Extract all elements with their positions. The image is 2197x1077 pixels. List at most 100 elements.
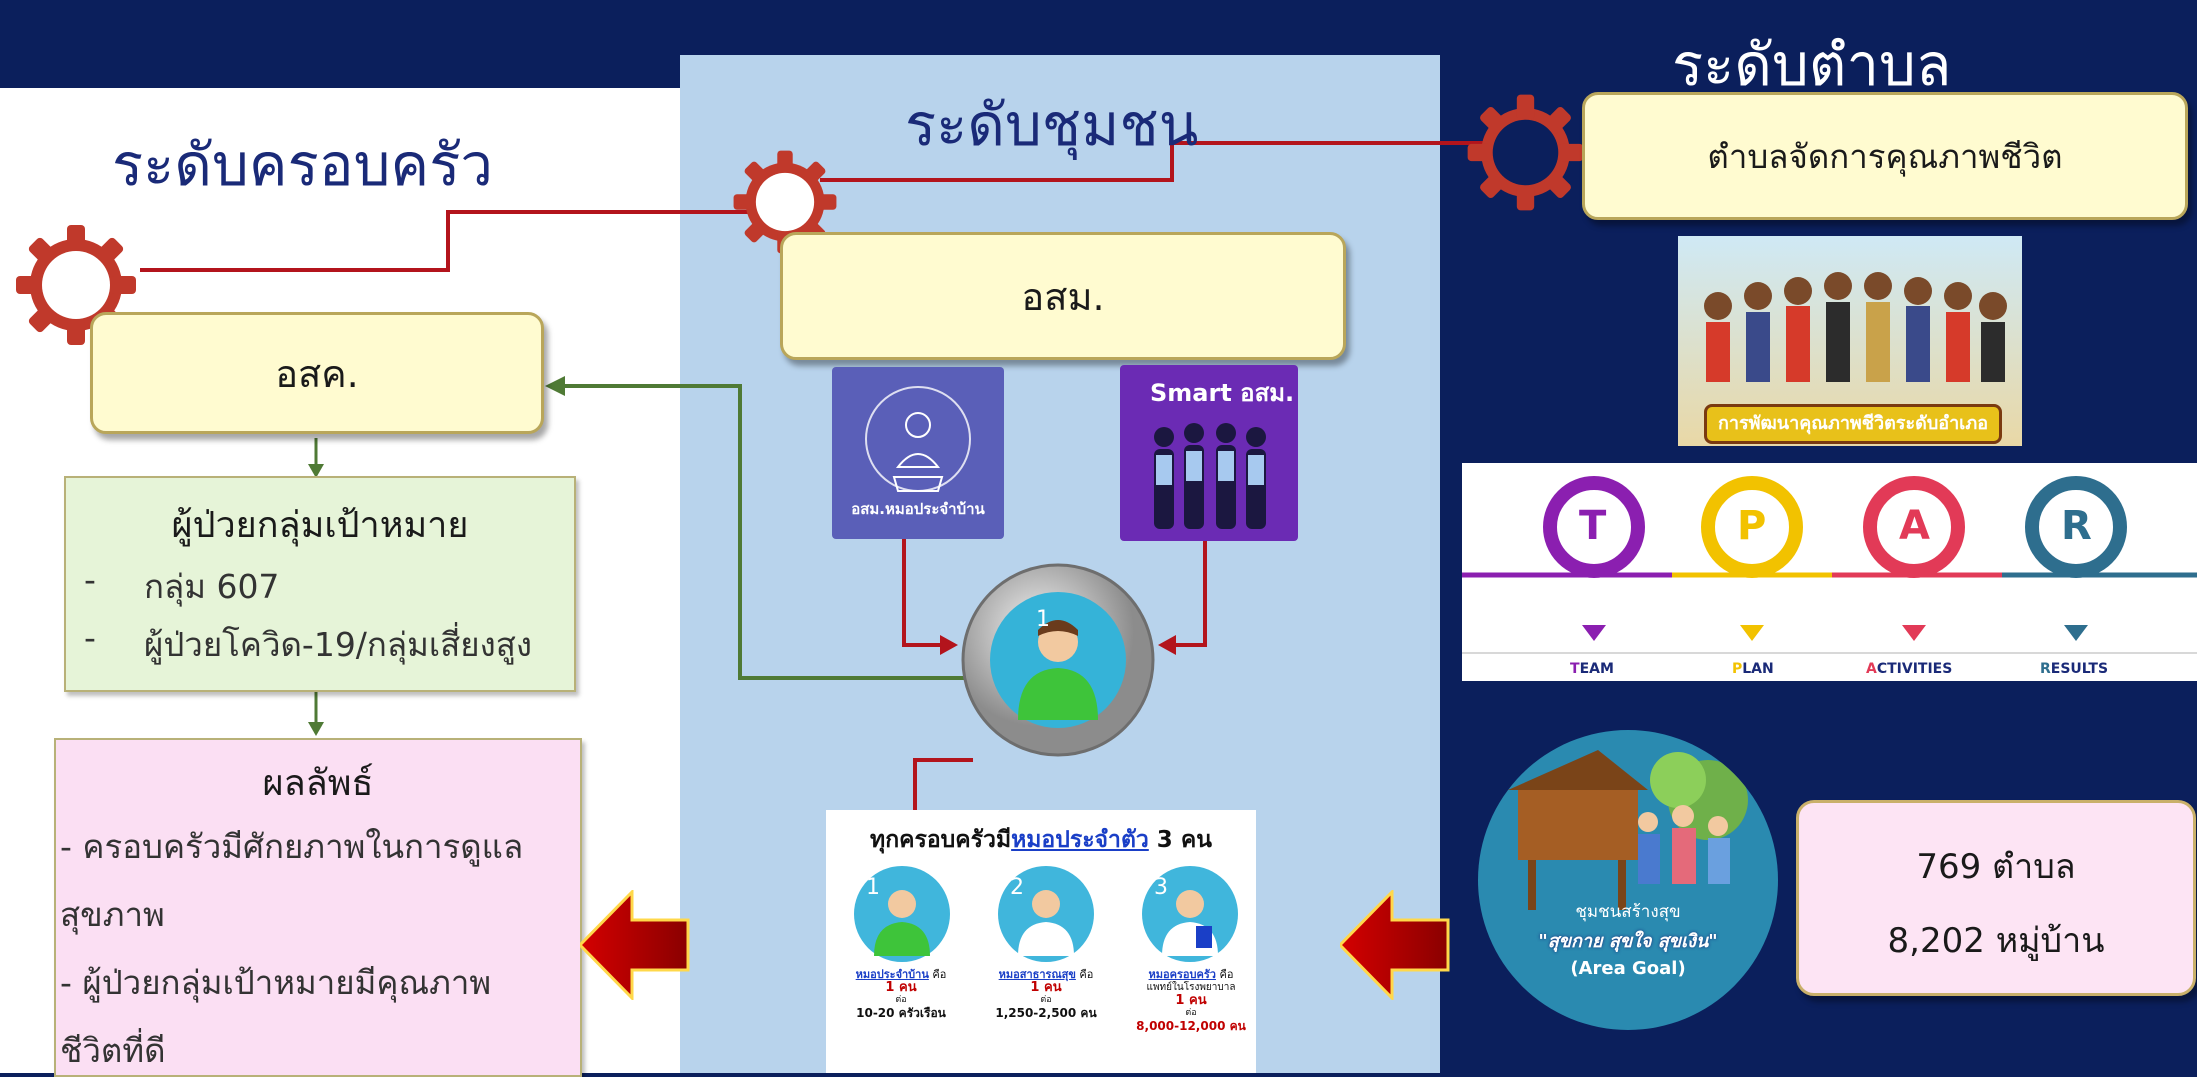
- app-right-label: Smart อสม.: [1150, 379, 1295, 407]
- doctor-3-icon: 3: [1142, 866, 1238, 962]
- tpar-p: [1701, 476, 1803, 641]
- doctor-card-title-link: หมอประจำตัว: [1011, 827, 1149, 853]
- result-line-3: - ผู้ป่วยกลุ่มเป้าหมายมีคุณภาพ: [60, 963, 492, 1002]
- doctor-2-icon: 2: [998, 866, 1094, 962]
- tpar-label-plan: PLAN: [1732, 661, 1774, 677]
- tpar-chart: [1462, 476, 2197, 654]
- arrow-head-green: [545, 376, 565, 396]
- doctor-1-suffix: คือ: [928, 968, 947, 981]
- community-title: ระดับชุมชน: [905, 91, 1199, 159]
- doctor-1-text: หมอประจำบ้าน คือ 1 คน ต่อ 10-20 ครัวเรือ…: [826, 968, 976, 1020]
- tpar-letter-r: R: [2061, 503, 2092, 549]
- doctor-3-role: หมอครอบครัว: [1148, 968, 1216, 981]
- tpar-letter-t: T: [1579, 503, 1607, 549]
- tpar-letter-a: A: [1899, 503, 1930, 549]
- family-role-box: อสค.: [90, 312, 544, 434]
- doctor-2-suffix: คือ: [1075, 968, 1094, 981]
- line-doctor-card: [913, 758, 973, 820]
- community-role-label: อสม.: [1021, 274, 1105, 319]
- bullet-2: -: [84, 618, 96, 657]
- people-icon: [1154, 423, 1266, 529]
- result-line-1: - ครอบครัวมีศักยภาพในการดูแล: [60, 827, 524, 866]
- gear-icon: [1467, 94, 1584, 211]
- stat-villages: 8,202 หมู่บ้าน: [1887, 921, 2105, 961]
- doctor-card-title-suffix: 3 คน: [1148, 827, 1212, 853]
- doctor-card-title-prefix: ทุกครอบครัวมี: [870, 827, 1012, 853]
- family-title: ระดับครอบครัว: [112, 131, 493, 199]
- tpar-graphic: T P A R TEAM PLAN ACTIVITIES RESULTS: [1462, 463, 2197, 681]
- tpar-a: [1863, 476, 1965, 641]
- doctor-1-per: ต่อ: [895, 995, 907, 1005]
- village-icon: [1508, 750, 1748, 910]
- gear-icon: [16, 225, 136, 345]
- result-heading: ผลลัพธ์: [262, 763, 374, 804]
- app-left-image: อสม.หมอประจำบ้าน: [832, 367, 1004, 539]
- result-box: ผลลัพธ์ - ครอบครัวมีศักยภาพในการดูแล สุข…: [54, 738, 582, 1077]
- area-goal-line1: ชุมชนสร้างสุข: [1575, 902, 1681, 922]
- subdistrict-role-label: ตำบลจัดการคุณภาพชีวิต: [1707, 136, 2063, 176]
- tpar-t: [1543, 476, 1645, 641]
- doctor-3-text: หมอครอบครัว คือ แพทย์ในโรงพยาบาล 1 คน ต่…: [1116, 968, 1266, 1033]
- target-heading: ผู้ป่วยกลุ่มเป้าหมาย: [171, 505, 469, 546]
- area-goal-line3: (Area Goal): [1570, 958, 1686, 979]
- area-goal-circle: ชุมชนสร้างสุข "สุขกาย สุขใจ สุขเงิน" (Ar…: [1478, 730, 1778, 1030]
- subdistrict-title: ระดับตำบล: [1672, 31, 1952, 99]
- doctor-1-role: หมอประจำบ้าน: [855, 968, 929, 981]
- banner-caption: การพัฒนาคุณภาพชีวิตระดับอำเภอ: [1704, 404, 2002, 444]
- stat-subdistricts: 769 ตำบล: [1916, 847, 2076, 887]
- health-volunteer-icon: [865, 386, 971, 492]
- line-community-subdistrict: [820, 141, 1500, 182]
- doctor-1-ratio: 10-20 ครัวเรือน: [856, 1006, 946, 1020]
- svg-text:1: 1: [1036, 607, 1050, 632]
- target-group-box: ผู้ป่วยกลุ่มเป้าหมาย - กลุ่ม 607 - ผู้ป่…: [64, 476, 576, 692]
- crowd-icon: [1704, 272, 2007, 382]
- target-item-1: กลุ่ม 607: [144, 567, 280, 606]
- family-role-label: อสค.: [275, 351, 359, 396]
- arrow-left-icon: [1340, 890, 1450, 1000]
- district-banner-image: การพัฒนาคุณภาพชีวิตระดับอำเภอ: [1678, 236, 2022, 446]
- tpar-label-activities: ACTIVITIES: [1866, 661, 1953, 677]
- doctor-2-num: 2: [1010, 875, 1024, 900]
- bullet-1: -: [84, 560, 96, 599]
- doctor-3-sub: แพทย์ในโรงพยาบาล: [1146, 982, 1236, 993]
- doctor-2-ratio: 1,250-2,500 คน: [995, 1006, 1097, 1020]
- doctor-card-title: ทุกครอบครัวมีหมอประจำตัว 3 คน: [826, 822, 1256, 858]
- area-goal-line2: "สุขกาย สุขใจ สุขเงิน": [1538, 931, 1718, 952]
- line-family-community: [140, 210, 760, 272]
- doctor-3-per: ต่อ: [1185, 1008, 1197, 1018]
- stats-box: 769 ตำบล 8,202 หมู่บ้าน: [1796, 800, 2196, 996]
- arrow-head-app-right: [1158, 635, 1176, 655]
- doctor-1-num: 1: [866, 875, 880, 900]
- app-left-label: อสม.หมอประจำบ้าน: [851, 500, 985, 518]
- arrow-head-app-left: [940, 635, 958, 655]
- target-item-2: ผู้ป่วยโควิด-19/กลุ่มเสี่ยงสูง: [144, 625, 533, 664]
- doctor-3-suffix: คือ: [1215, 968, 1234, 981]
- result-line-4: ชีวิตที่ดี: [60, 1031, 166, 1070]
- line-app-left-doctor: [902, 537, 945, 647]
- doctor-icon: 1: [961, 563, 1155, 757]
- tpar-label-results: RESULTS: [2040, 661, 2109, 677]
- line-doctor-family: [560, 384, 973, 680]
- doctor-3-ratio: 8,000-12,000 คน: [1136, 1019, 1246, 1033]
- arrow-left-icon: [580, 890, 690, 1000]
- arrow-head-role-target: [308, 464, 324, 478]
- doctor-2-count: 1 คน: [1030, 980, 1062, 995]
- doctor-3-num: 3: [1154, 875, 1168, 900]
- tpar-letter-p: P: [1737, 503, 1767, 549]
- tpar-r: [2025, 476, 2127, 641]
- line-app-right-doctor: [1170, 537, 1207, 647]
- arrow-head-target-result: [308, 722, 324, 736]
- doctor-2-per: ต่อ: [1040, 995, 1052, 1005]
- doctor-card: ทุกครอบครัวมีหมอประจำตัว 3 คน 1 หมอประจำ…: [826, 810, 1256, 1073]
- doctor-3-count: 1 คน: [1175, 993, 1207, 1008]
- doctor-2-role: หมอสาธารณสุข: [998, 968, 1076, 981]
- subdistrict-role-box: ตำบลจัดการคุณภาพชีวิต: [1582, 92, 2188, 220]
- result-line-2: สุขภาพ: [60, 895, 165, 934]
- doctor-2-text: หมอสาธารณสุข คือ 1 คน ต่อ 1,250-2,500 คน: [971, 968, 1121, 1020]
- app-right-image: Smart อสม.: [1120, 365, 1298, 541]
- doctor-1-count: 1 คน: [885, 980, 917, 995]
- doctor-1-icon: 1: [854, 866, 950, 962]
- tpar-label-team: TEAM: [1570, 661, 1614, 677]
- community-role-box: อสม.: [780, 232, 1346, 360]
